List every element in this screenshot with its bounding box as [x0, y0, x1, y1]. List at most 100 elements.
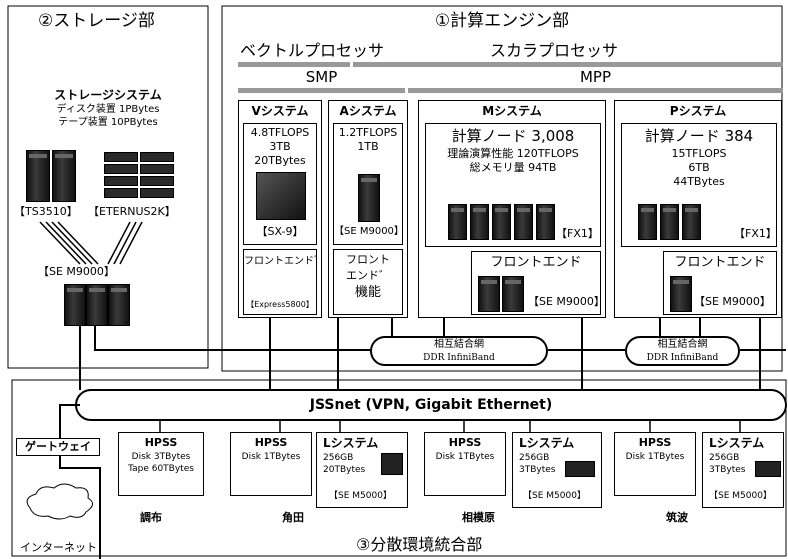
m-total-memory: 総メモリ量 94TB: [469, 161, 557, 174]
l-system-model: 【SE M5000】: [709, 491, 772, 501]
a-memory: 1TB: [357, 140, 379, 153]
eternus-shelf-icon: [140, 164, 174, 174]
sem5000-icon: [755, 461, 781, 477]
m-frontend-rack-icon: [478, 276, 500, 312]
tape-capacity: テープ装置 10PBytes: [58, 117, 158, 128]
v-system-title: Vシステム: [251, 104, 309, 118]
p-memory: 6TB: [688, 161, 710, 174]
l-system-title: Lシステム: [519, 436, 575, 450]
eternus-shelf-icon: [104, 152, 138, 162]
m-frontend-label: フロントエンド: [490, 255, 582, 270]
hpss-box-chofu: HPSS Disk 3TBytes Tape 60TBytes: [118, 432, 204, 496]
a-system-title: Aシステム: [339, 104, 397, 118]
eternus-shelf-icon: [140, 176, 174, 186]
compute-section-title: ①計算エンジン部: [434, 11, 570, 31]
l-system-storage: 3TBytes: [709, 465, 746, 475]
scalar-processor-label: スカラプロセッサ: [490, 41, 619, 60]
l-system-memory: 256GB: [709, 453, 740, 463]
eternus-label: 【ETERNUS2K】: [88, 205, 176, 218]
a-frontend-label-2: エンド゛: [346, 269, 390, 282]
fx1-rack-icon: [660, 204, 679, 240]
p-system-spec-box: 計算ノード 384 15TFLOPS 6TB 44TBytes 【FX1】: [621, 123, 777, 247]
hpss-box-sagamihara: HPSS Disk 1TBytes: [424, 432, 506, 496]
hpss-title: HPSS: [448, 436, 482, 449]
smp-label: SMP: [305, 68, 338, 86]
hpss-disk: Disk 1TBytes: [241, 452, 301, 462]
hpss-title: HPSS: [254, 436, 288, 449]
hpss-title: HPSS: [638, 436, 672, 449]
sem9000-rack-icon: [108, 284, 130, 326]
eternus-shelf-icon: [140, 152, 174, 162]
m-system-panel: Mシステム 計算ノード 3,008 理論演算性能 120TFLOPS 総メモリ量…: [418, 100, 606, 318]
l-system-box-tsukuba: Lシステム 256GB 3TBytes 【SE M5000】: [702, 432, 784, 508]
infiniband-interconnect-p: 相互結合網 DDR InfiniBand: [625, 336, 740, 366]
fx1-rack-icon: [638, 204, 657, 240]
eternus-shelf-icon: [104, 188, 138, 198]
site-name-chofu: 調布: [140, 511, 162, 524]
vector-processor-label: ベクトルプロセッサ: [240, 41, 385, 60]
site-name-tsukuba: 筑波: [666, 511, 688, 524]
p-system-panel: Pシステム 計算ノード 384 15TFLOPS 6TB 44TBytes 【F…: [614, 100, 782, 318]
p-node-count: 計算ノード 384: [644, 127, 754, 145]
v-system-spec-box: 4.8TFLOPS 3TB 20TBytes 【SX-9】: [243, 123, 317, 245]
fx1-rack-icon: [682, 204, 701, 240]
eternus-shelf-icon: [104, 164, 138, 174]
ib-m-label-1: 相互結合網: [434, 339, 484, 350]
l-system-box-chofu: Lシステム 256GB 20TBytes 【SE M5000】: [316, 432, 408, 508]
hpss-disk: Disk 3TBytes: [131, 452, 191, 462]
l-system-box-sagamihara: Lシステム 256GB 3TBytes 【SE M5000】: [512, 432, 602, 508]
m-system-spec-box: 計算ノード 3,008 理論演算性能 120TFLOPS 総メモリ量 94TB …: [425, 123, 601, 247]
hpss-disk: Disk 1TBytes: [625, 452, 685, 462]
ts3510-label: 【TS3510】: [14, 205, 78, 218]
ib-p-label-2: DDR InfiniBand: [646, 353, 719, 363]
p-frontend-box: フロントエンド 【SE M9000】: [663, 251, 777, 315]
fx1-rack-icon: [514, 204, 533, 240]
m-frontend-box: フロントエンド 【SE M9000】: [471, 251, 605, 315]
m-frontend-model: 【SE M9000】: [528, 295, 605, 308]
hpss-title: HPSS: [144, 436, 178, 449]
infiniband-interconnect-m: 相互結合網 DDR InfiniBand: [370, 336, 548, 366]
ts3510-rack-icon: [26, 150, 50, 202]
eternus-shelf-icon: [140, 188, 174, 198]
l-system-title: Lシステム: [323, 436, 379, 450]
hpss-box-kakuda: HPSS Disk 1TBytes: [230, 432, 312, 496]
site-name-kakuda: 角田: [282, 511, 304, 524]
distributed-section-title: ③分散環境統合部: [356, 535, 483, 554]
m-node-count: 計算ノード 3,008: [451, 127, 575, 145]
hpss-box-tsukuba: HPSS Disk 1TBytes: [614, 432, 696, 496]
l-system-memory: 256GB: [519, 453, 550, 463]
p-flops: 15TFLOPS: [671, 147, 727, 160]
jssnet-label: JSSnet (VPN, Gigabit Ethernet): [309, 397, 553, 413]
a-frontend-label-1: フロント: [346, 253, 390, 266]
l-system-title: Lシステム: [709, 436, 765, 450]
gateway-label: ゲートウェイ: [25, 440, 91, 453]
p-storage: 44TBytes: [673, 175, 725, 188]
storage-sem-label: 【SE M9000】: [38, 265, 115, 278]
ib-p-label-1: 相互結合網: [657, 339, 708, 350]
m-peak-performance: 理論演算性能 120TFLOPS: [447, 147, 579, 160]
gateway-box: ゲートウェイ: [16, 438, 100, 456]
ib-m-label-2: DDR InfiniBand: [423, 353, 495, 363]
sem5000-icon: [381, 453, 403, 475]
m-frontend-rack-icon: [502, 276, 524, 312]
disk-capacity: ディスク装置 1PBytes: [56, 104, 160, 115]
eternus-shelf-icon: [104, 176, 138, 186]
site-name-sagamihara: 相模原: [462, 511, 495, 524]
hpss-tape: Tape 60TBytes: [128, 464, 194, 474]
p-frontend-model: 【SE M9000】: [694, 295, 771, 308]
a-system-spec-box: 1.2TFLOPS 1TB 【SE M9000】: [333, 123, 404, 245]
a-frontend-box: フロント エンド゛ 機能: [333, 249, 403, 315]
ts3510-rack-icon: [52, 150, 76, 202]
l-system-storage: 3TBytes: [519, 465, 556, 475]
p-system-title: Pシステム: [669, 104, 727, 118]
sem9000-rack-icon: [86, 284, 108, 326]
l-system-memory: 256GB: [323, 453, 354, 463]
sx9-machine-icon: [256, 172, 306, 220]
a-sem9000-icon: [358, 174, 380, 222]
m-model: 【FX1】: [556, 227, 599, 240]
storage-system-title: ストレージシステム: [54, 88, 162, 102]
v-storage: 20TBytes: [254, 154, 306, 167]
fx1-rack-icon: [470, 204, 489, 240]
v-frontend-box: フロントエンド゛ 【Express5800】: [243, 249, 324, 315]
v-frontend-model: 【Express5800】: [246, 300, 314, 309]
